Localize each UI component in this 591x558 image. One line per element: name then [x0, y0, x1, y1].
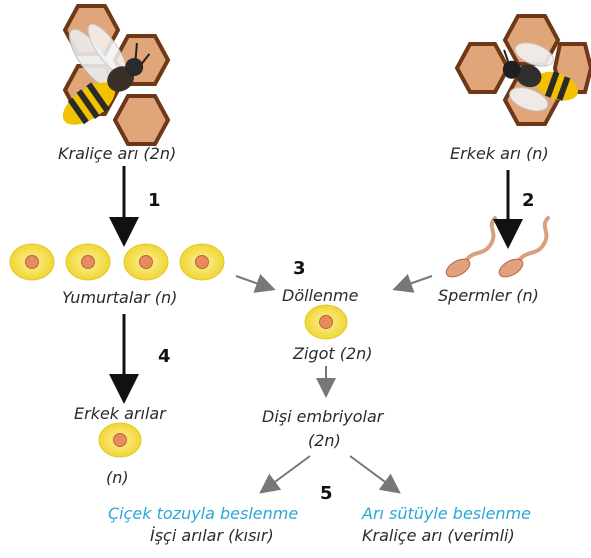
zygote-cell [304, 304, 348, 340]
queen-label: Kraliçe arı (2n) [58, 144, 177, 163]
egg-cell [123, 243, 169, 281]
pollen-feeding-label: Çiçek tozuyla beslenme [108, 504, 299, 523]
step-5-label: 5 [320, 483, 333, 504]
female-embryos-label: Dişi embriyolar [262, 407, 384, 426]
step-4-label: 4 [158, 346, 171, 367]
step-2-label: 2 [522, 190, 535, 211]
sperm-label: Spermler (n) [438, 286, 539, 305]
eggs-label: Yumurtalar (n) [62, 288, 178, 307]
egg-cell [65, 243, 111, 281]
worker-bees-label: İşçi arılar (kısır) [150, 526, 274, 545]
drone-label: Erkek arı (n) [450, 144, 549, 163]
male-bee-cell [98, 422, 142, 458]
sperm-cell [498, 216, 550, 278]
arrow-embryos-to-workers [259, 455, 311, 494]
zygote-label: Zigot (2n) [293, 344, 373, 363]
male-bees-ploidy: (n) [106, 468, 129, 487]
male-bees-label: Erkek arılar [74, 404, 166, 423]
egg-cell [179, 243, 225, 281]
sperm-cell [445, 216, 497, 278]
step-3-label: 3 [293, 258, 306, 279]
arrow-eggs-to-fertilization [235, 273, 276, 293]
step-1-label: 1 [148, 190, 161, 211]
queen-bee-illustration [62, 4, 171, 146]
egg-group [9, 243, 225, 281]
sperm-group [445, 216, 550, 278]
fertilization-label: Döllenme [282, 286, 359, 305]
arrow-sperm-to-fertilization [392, 273, 433, 293]
royal-jelly-label: Arı sütüyle beslenme [362, 504, 531, 523]
drone-bee-illustration [454, 14, 591, 126]
female-embryos-ploidy: (2n) [308, 431, 341, 450]
arrow-embryos-to-queen [349, 455, 401, 494]
egg-cell [9, 243, 55, 281]
queen-result-label: Kraliçe arı (verimli) [362, 526, 515, 545]
